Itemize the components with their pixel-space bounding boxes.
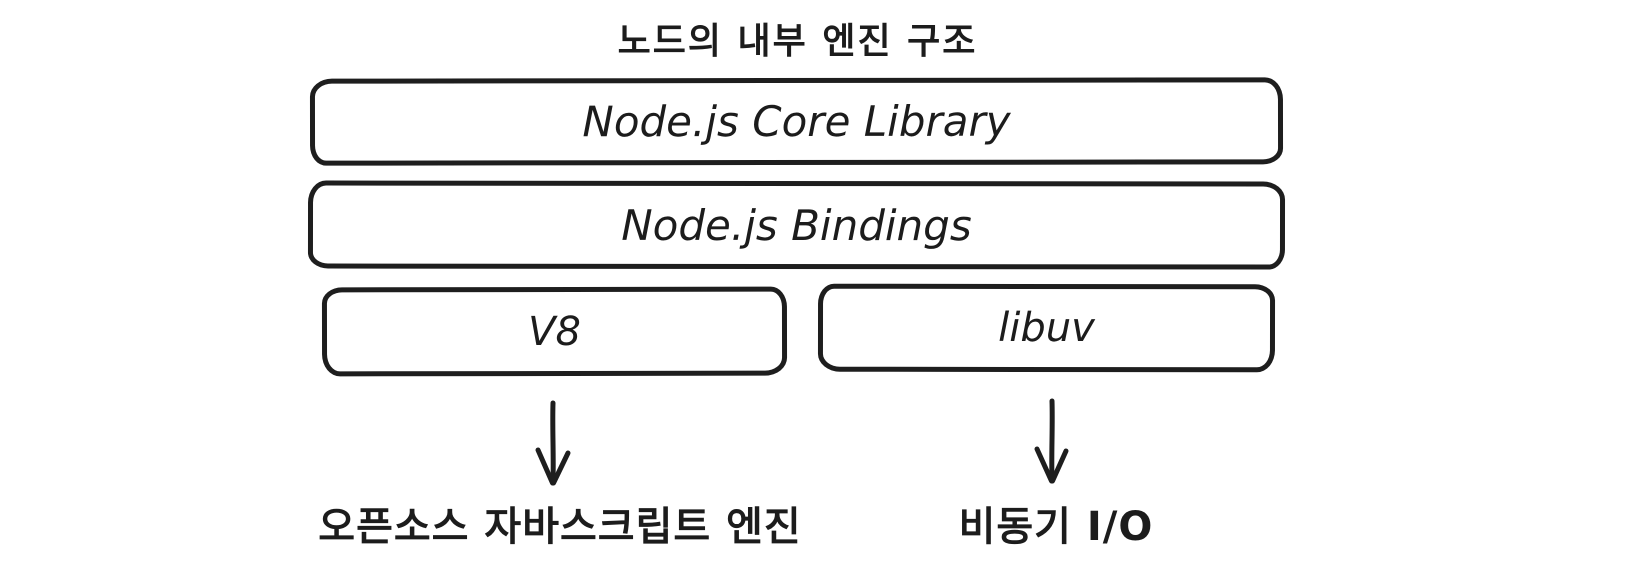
- box-libuv-label: libuv: [998, 304, 1095, 352]
- box-nodejs-core-library-label: Node.js Core Library: [582, 96, 1011, 147]
- arrow-down-icon: [535, 400, 571, 486]
- box-nodejs-bindings-label: Node.js Bindings: [621, 200, 972, 250]
- box-v8: V8: [321, 286, 788, 377]
- caption-open-source-js-engine: 오픈소스 자바스크립트 엔진: [318, 504, 802, 550]
- box-v8-label: V8: [528, 308, 581, 355]
- box-nodejs-bindings: Node.js Bindings: [307, 180, 1286, 270]
- arrow-down-icon: [1034, 398, 1069, 484]
- box-nodejs-core-library: Node.js Core Library: [309, 77, 1284, 166]
- caption-async-io: 비동기 I/O: [958, 504, 1154, 550]
- box-libuv: libuv: [817, 283, 1276, 373]
- diagram-title: 노드의 내부 엔진 구조: [617, 21, 978, 62]
